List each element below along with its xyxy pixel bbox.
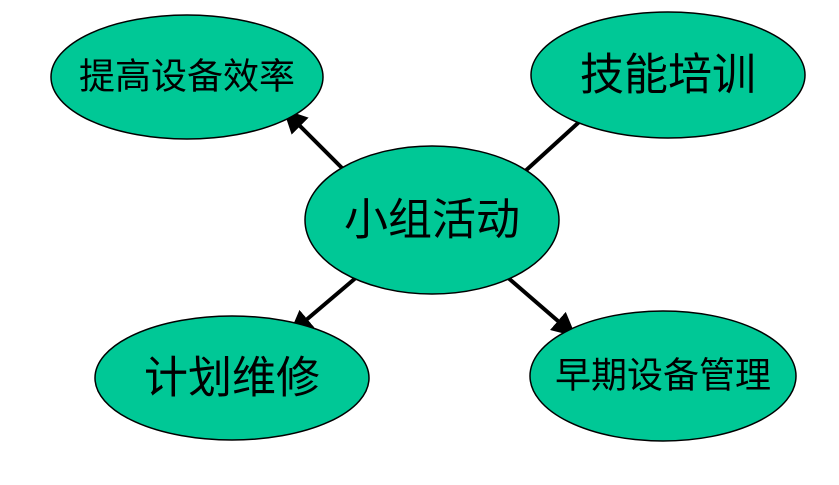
- arrow-to-bottom-left: [288, 274, 360, 335]
- node-top-right: 技能培训: [530, 11, 806, 139]
- node-center: 小组活动: [304, 145, 560, 295]
- node-bottom-left-label: 计划维修: [144, 353, 320, 404]
- node-top-right-label: 技能培训: [580, 50, 756, 101]
- arrow-to-top-left: [283, 109, 348, 174]
- node-top-left-label: 提高设备效率: [79, 57, 295, 98]
- node-top-left: 提高设备效率: [50, 14, 324, 140]
- node-bottom-right-label: 早期设备管理: [555, 356, 771, 397]
- node-center-label: 小组活动: [344, 195, 520, 246]
- arrow-to-bottom-right: [504, 274, 577, 337]
- node-bottom-left: 计划维修: [94, 315, 370, 441]
- node-bottom-right: 早期设备管理: [529, 310, 797, 442]
